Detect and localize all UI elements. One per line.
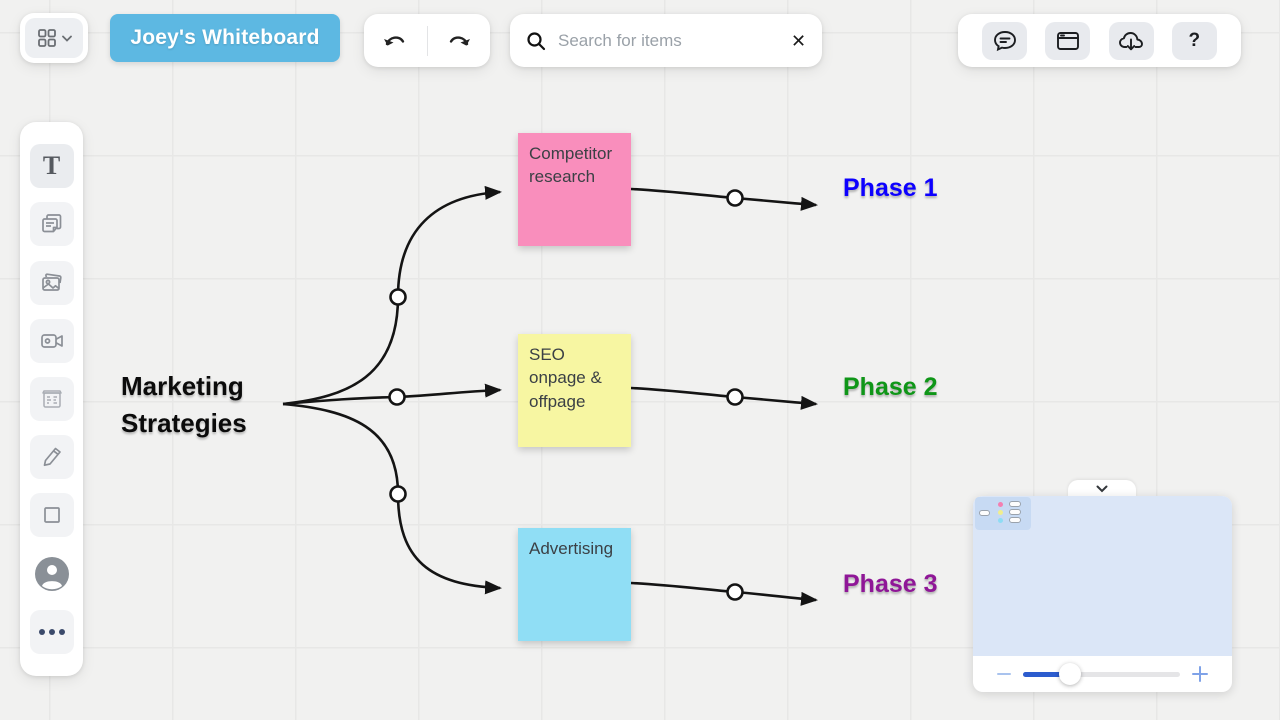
plus-icon [1192, 666, 1208, 682]
minimap-root-marker [979, 510, 990, 516]
minimap-phase-marker [1009, 509, 1021, 515]
text-tool-button[interactable]: T [29, 144, 74, 189]
minimap-phase-marker [1009, 501, 1021, 507]
connector-handle[interactable] [726, 189, 744, 207]
window-icon [1056, 31, 1080, 51]
image-icon [40, 271, 64, 295]
comment-icon [993, 30, 1017, 52]
chevron-down-icon [61, 35, 72, 42]
video-tool-button[interactable] [29, 318, 74, 363]
video-camera-icon [40, 332, 64, 350]
pencil-tool-button[interactable] [29, 435, 74, 480]
search-icon [526, 31, 546, 51]
comments-button[interactable] [982, 21, 1028, 60]
connector-handle[interactable] [726, 583, 744, 601]
minimap-canvas[interactable] [973, 496, 1232, 656]
connector-handle[interactable] [389, 485, 407, 503]
zoom-slider-thumb[interactable] [1059, 663, 1082, 685]
phase-1-label[interactable]: Phase 1 [843, 174, 938, 202]
main-menu-card [20, 13, 88, 63]
help-button[interactable]: ? [1171, 21, 1217, 60]
divider [426, 25, 428, 56]
cloud-download-icon [1118, 30, 1144, 52]
tools-sidebar: T [20, 122, 83, 676]
connector-note1-to-phase1[interactable] [630, 187, 818, 211]
template-icon [40, 388, 64, 410]
minimap-note-marker [998, 518, 1003, 523]
shape-tool-button[interactable] [29, 493, 74, 538]
avatar-icon [34, 556, 70, 592]
board-title-button[interactable]: Joey's Whiteboard [110, 14, 340, 62]
minimap-phase-marker [1009, 517, 1021, 523]
minimap-viewport[interactable] [975, 497, 1031, 530]
zoom-in-button[interactable] [1190, 664, 1210, 684]
history-card [364, 14, 490, 67]
zoom-out-button[interactable] [995, 670, 1013, 678]
main-menu-button[interactable] [25, 18, 83, 58]
connector-handle[interactable] [389, 288, 407, 306]
search-input[interactable] [558, 30, 779, 51]
mindmap-root-label[interactable]: Marketing Strategies [121, 371, 247, 438]
ellipsis-icon [38, 628, 65, 635]
header-actions-card: ? [958, 14, 1241, 67]
search-clear-button[interactable]: ✕ [791, 30, 807, 51]
sticky-note-competitor-research[interactable]: Competitor research [518, 133, 631, 246]
chevron-down-icon [1096, 485, 1108, 493]
minimap-note-marker [998, 510, 1003, 515]
zoom-slider-row [973, 656, 1232, 692]
cloud-download-button[interactable] [1108, 21, 1154, 60]
connector-handle[interactable] [388, 388, 406, 406]
boards-panel-button[interactable] [1045, 21, 1091, 60]
undo-icon [382, 32, 408, 50]
image-tool-button[interactable] [29, 260, 74, 305]
zoom-slider-track[interactable] [1023, 663, 1180, 685]
sticky-note-advertising[interactable]: Advertising [518, 528, 631, 641]
connector-handle[interactable] [726, 388, 744, 406]
grid-menu-icon [37, 28, 57, 48]
sticky-notes-icon [40, 212, 64, 236]
minus-icon [997, 672, 1011, 676]
undo-button[interactable] [376, 26, 414, 56]
minimap-note-marker [998, 502, 1003, 507]
rectangle-icon [43, 506, 61, 524]
redo-icon [446, 32, 472, 50]
phase-3-label[interactable]: Phase 3 [843, 570, 938, 598]
more-tool-button[interactable] [29, 609, 74, 654]
phase-2-label[interactable]: Phase 2 [843, 373, 938, 401]
redo-button[interactable] [440, 26, 478, 56]
zoom-slider-fill [1023, 671, 1071, 677]
sticky-note-seo[interactable]: SEO onpage & offpage [518, 334, 631, 447]
connector-note2-to-phase2[interactable] [630, 386, 818, 410]
template-tool-button[interactable] [29, 376, 74, 421]
minimap-collapse-button[interactable] [1068, 480, 1136, 498]
connector-note3-to-phase3[interactable] [630, 581, 818, 606]
search-bar: ✕ [510, 14, 822, 67]
pencil-icon [40, 445, 64, 469]
avatar-tool-button[interactable] [30, 552, 74, 596]
minimap-panel [973, 496, 1232, 692]
notes-tool-button[interactable] [29, 202, 74, 247]
text-tool-icon: T [42, 151, 61, 181]
